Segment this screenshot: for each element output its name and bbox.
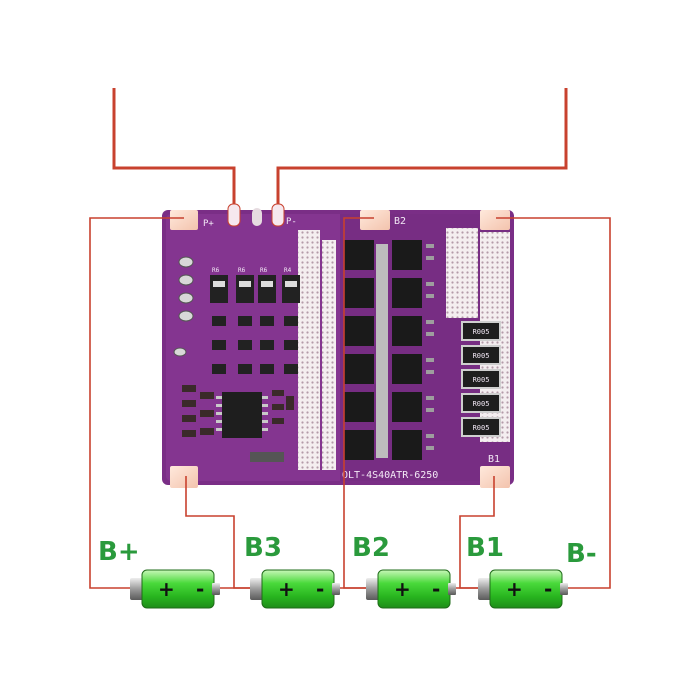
- svg-text:R6: R6: [260, 267, 268, 274]
- pad-b-plus-top: [170, 210, 198, 230]
- svg-text:P-: P-: [286, 217, 297, 227]
- small-transistors: [212, 316, 298, 374]
- pad-mid: [252, 208, 262, 226]
- svg-text:R005: R005: [473, 400, 490, 408]
- label-b-minus: B-: [566, 539, 597, 569]
- battery-4: + -: [478, 569, 568, 609]
- solder-pads: [170, 203, 510, 488]
- battery-2: + -: [250, 569, 340, 609]
- left-connectors: [173, 256, 194, 357]
- battery-1: + -: [130, 569, 220, 609]
- board-silkscreen: P+ P- B2 B1 OLT-4S40ATR-6250: [203, 216, 500, 481]
- battery-2-minus: -: [316, 577, 324, 601]
- battery-4-minus: -: [544, 577, 552, 601]
- shunt-resistors: [461, 321, 501, 437]
- pad-b2: [360, 210, 390, 230]
- svg-text:R005: R005: [473, 424, 490, 432]
- label-b1: B1: [466, 533, 504, 563]
- pad-b1: [480, 466, 510, 488]
- battery-1-plus: +: [158, 577, 175, 601]
- battery-1-minus: -: [196, 577, 204, 601]
- small-resistor-labels: R6 R6 R6 R4: [212, 267, 292, 274]
- svg-text:R005: R005: [473, 352, 490, 360]
- output-wires: [112, 88, 568, 208]
- battery-wires: [89, 217, 611, 589]
- svg-text:R005: R005: [473, 328, 490, 336]
- battery-3: + -: [366, 569, 456, 609]
- battery-3-plus: +: [394, 577, 411, 601]
- svg-text:R6: R6: [212, 267, 220, 274]
- pad-p-minus: [271, 203, 285, 227]
- label-b3: B3: [244, 533, 282, 563]
- control-ic: [216, 392, 268, 438]
- svg-text:B1: B1: [488, 454, 500, 465]
- svg-text:R6: R6: [238, 267, 246, 274]
- svg-text:R4: R4: [284, 267, 292, 274]
- battery-2-plus: +: [278, 577, 295, 601]
- shunt-resistor-marks: R005 R005 R005 R005 R005: [473, 328, 490, 432]
- svg-text:R005: R005: [473, 376, 490, 384]
- label-b2: B2: [352, 533, 390, 563]
- svg-text:B2: B2: [394, 216, 406, 227]
- pad-b3: [170, 466, 198, 488]
- pcb-board: R6 R6 R6 R4: [162, 203, 514, 488]
- via-strip-right: [446, 228, 478, 318]
- label-b-plus: B+: [98, 537, 140, 567]
- svg-text:P+: P+: [203, 219, 214, 229]
- battery-4-plus: +: [506, 577, 523, 601]
- via-strip-mid: [322, 240, 336, 470]
- board-model-text: OLT-4S40ATR-6250: [342, 470, 438, 481]
- via-strip-left: [298, 230, 320, 470]
- pad-p-plus: [227, 203, 241, 227]
- pad-b-minus-top: [480, 210, 510, 230]
- mosfet-array: [344, 240, 434, 460]
- misc-smd: [182, 385, 294, 462]
- connection-labels: B+ B3 B2 B1 B-: [98, 533, 597, 569]
- small-resistors: [210, 275, 300, 303]
- battery-3-minus: -: [432, 577, 440, 601]
